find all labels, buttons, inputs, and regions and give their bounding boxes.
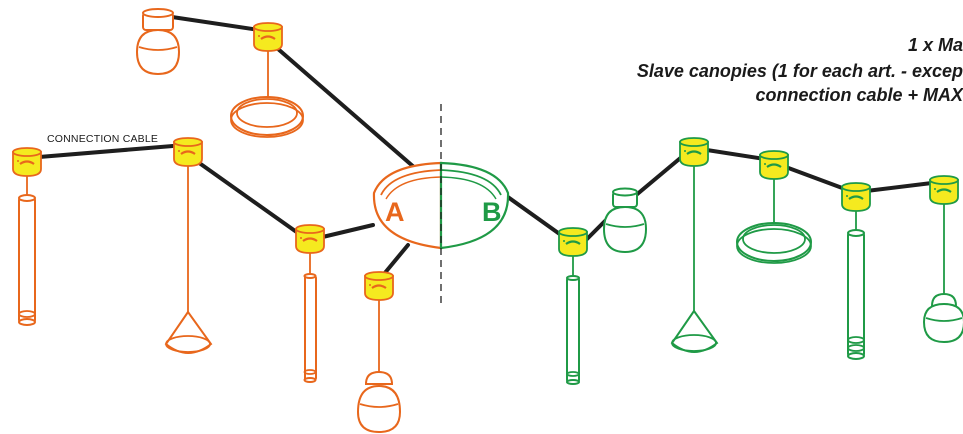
dome-pendant-b <box>602 187 648 254</box>
ring-pendant-a <box>230 96 304 138</box>
canopy-b-5 <box>928 174 960 206</box>
cone-pendant-b <box>670 309 719 353</box>
legend-note: 1 x Ma Slave canopies (1 for each art. -… <box>637 35 963 105</box>
cable-master-to-right-canopy <box>503 193 570 242</box>
cable-top-pendant-to-canopy <box>170 15 268 33</box>
canopy-b-2 <box>678 136 710 168</box>
ring-pendant-b <box>736 222 812 264</box>
cable-left-canopy-chain <box>186 153 307 240</box>
cable-canopy-to-master <box>268 40 417 170</box>
cone-pendant-a <box>164 310 213 354</box>
group-b-fixtures <box>557 136 963 385</box>
canopy-b-3 <box>758 149 790 181</box>
connection-cable-label: CONNECTION CABLE <box>47 133 158 145</box>
canopy-a-5 <box>363 270 395 302</box>
tube-pendant-b <box>847 229 865 360</box>
slim-tube-pendant-a <box>303 273 317 383</box>
globe-pendant-a <box>356 370 402 434</box>
note-line-3: connection cable + MAX <box>755 85 963 105</box>
cable-connection-left <box>25 143 187 160</box>
master-canopy: A B <box>372 161 510 250</box>
group-a-fixtures: CONNECTION CABLE <box>11 8 402 434</box>
canopy-a-1 <box>252 21 284 53</box>
globe-pendant-b <box>922 292 963 344</box>
note-line-1: 1 x Ma <box>908 35 963 55</box>
note-line-2: Slave canopies (1 for each art. - excep <box>637 61 963 81</box>
master-label-b: B <box>482 197 502 227</box>
canopy-b-1 <box>557 226 589 258</box>
canopy-b-4 <box>840 181 872 213</box>
canopy-a-2 <box>11 146 43 178</box>
canopy-a-3 <box>172 136 204 168</box>
canopy-a-4 <box>294 223 326 255</box>
tube-pendant-a-left <box>18 194 36 326</box>
slim-tube-pendant-b <box>566 275 580 385</box>
master-label-a: A <box>385 197 405 227</box>
cable-green-chain-3 <box>856 180 942 194</box>
dome-pendant-top-left <box>135 8 181 76</box>
